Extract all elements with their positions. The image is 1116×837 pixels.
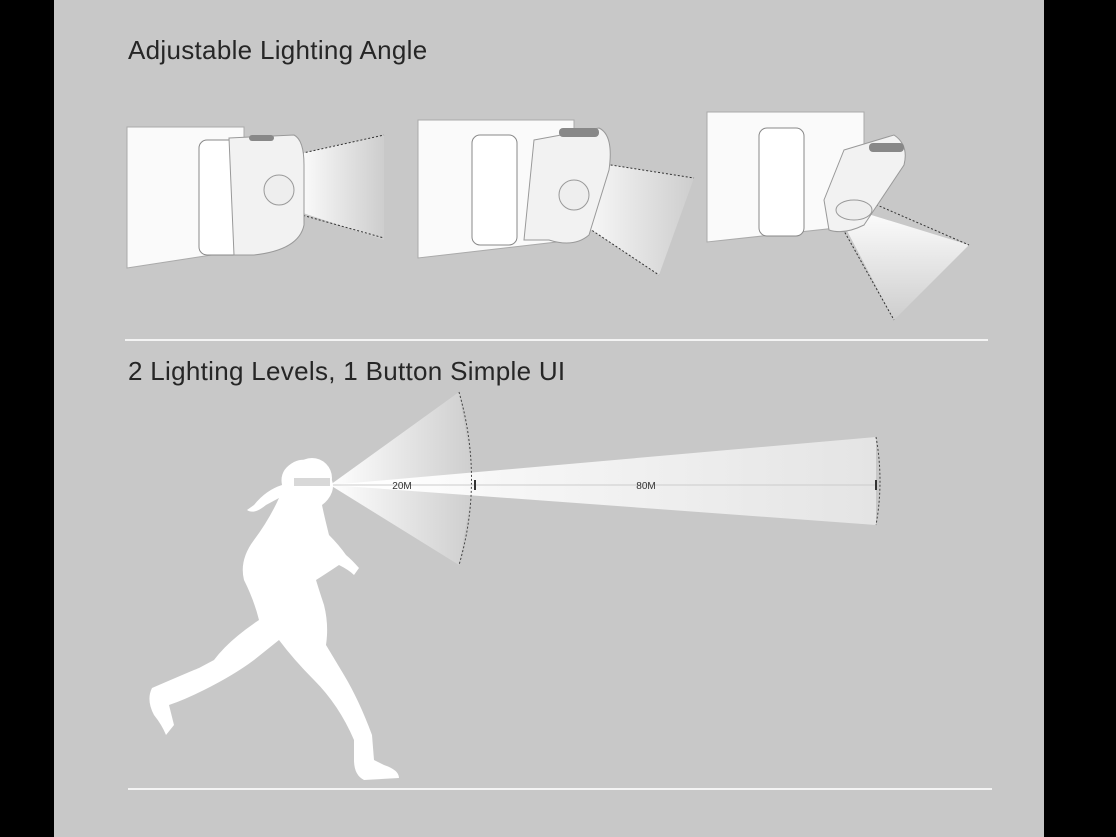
divider-top (125, 339, 988, 341)
headlamp-angle-down (706, 111, 970, 321)
runner-silhouette (149, 459, 399, 780)
spot-beam (330, 437, 876, 525)
headlamp-on-runner (294, 478, 330, 486)
divider-bottom (128, 788, 992, 790)
far-distance-label: 80M (636, 481, 655, 492)
beam-diagram: 20M 80M (329, 391, 881, 566)
section-title-angle: Adjustable Lighting Angle (128, 35, 428, 65)
headlamp-angle-mid (417, 119, 695, 276)
illustrations: 20M 80M (126, 111, 970, 780)
headlamp-angle-straight (126, 126, 385, 269)
near-distance-label: 20M (392, 481, 411, 492)
section-title-levels: 2 Lighting Levels, 1 Button Simple UI (128, 356, 566, 386)
flood-beam (330, 392, 474, 565)
product-panel: Adjustable Lighting Angle (54, 0, 1044, 837)
